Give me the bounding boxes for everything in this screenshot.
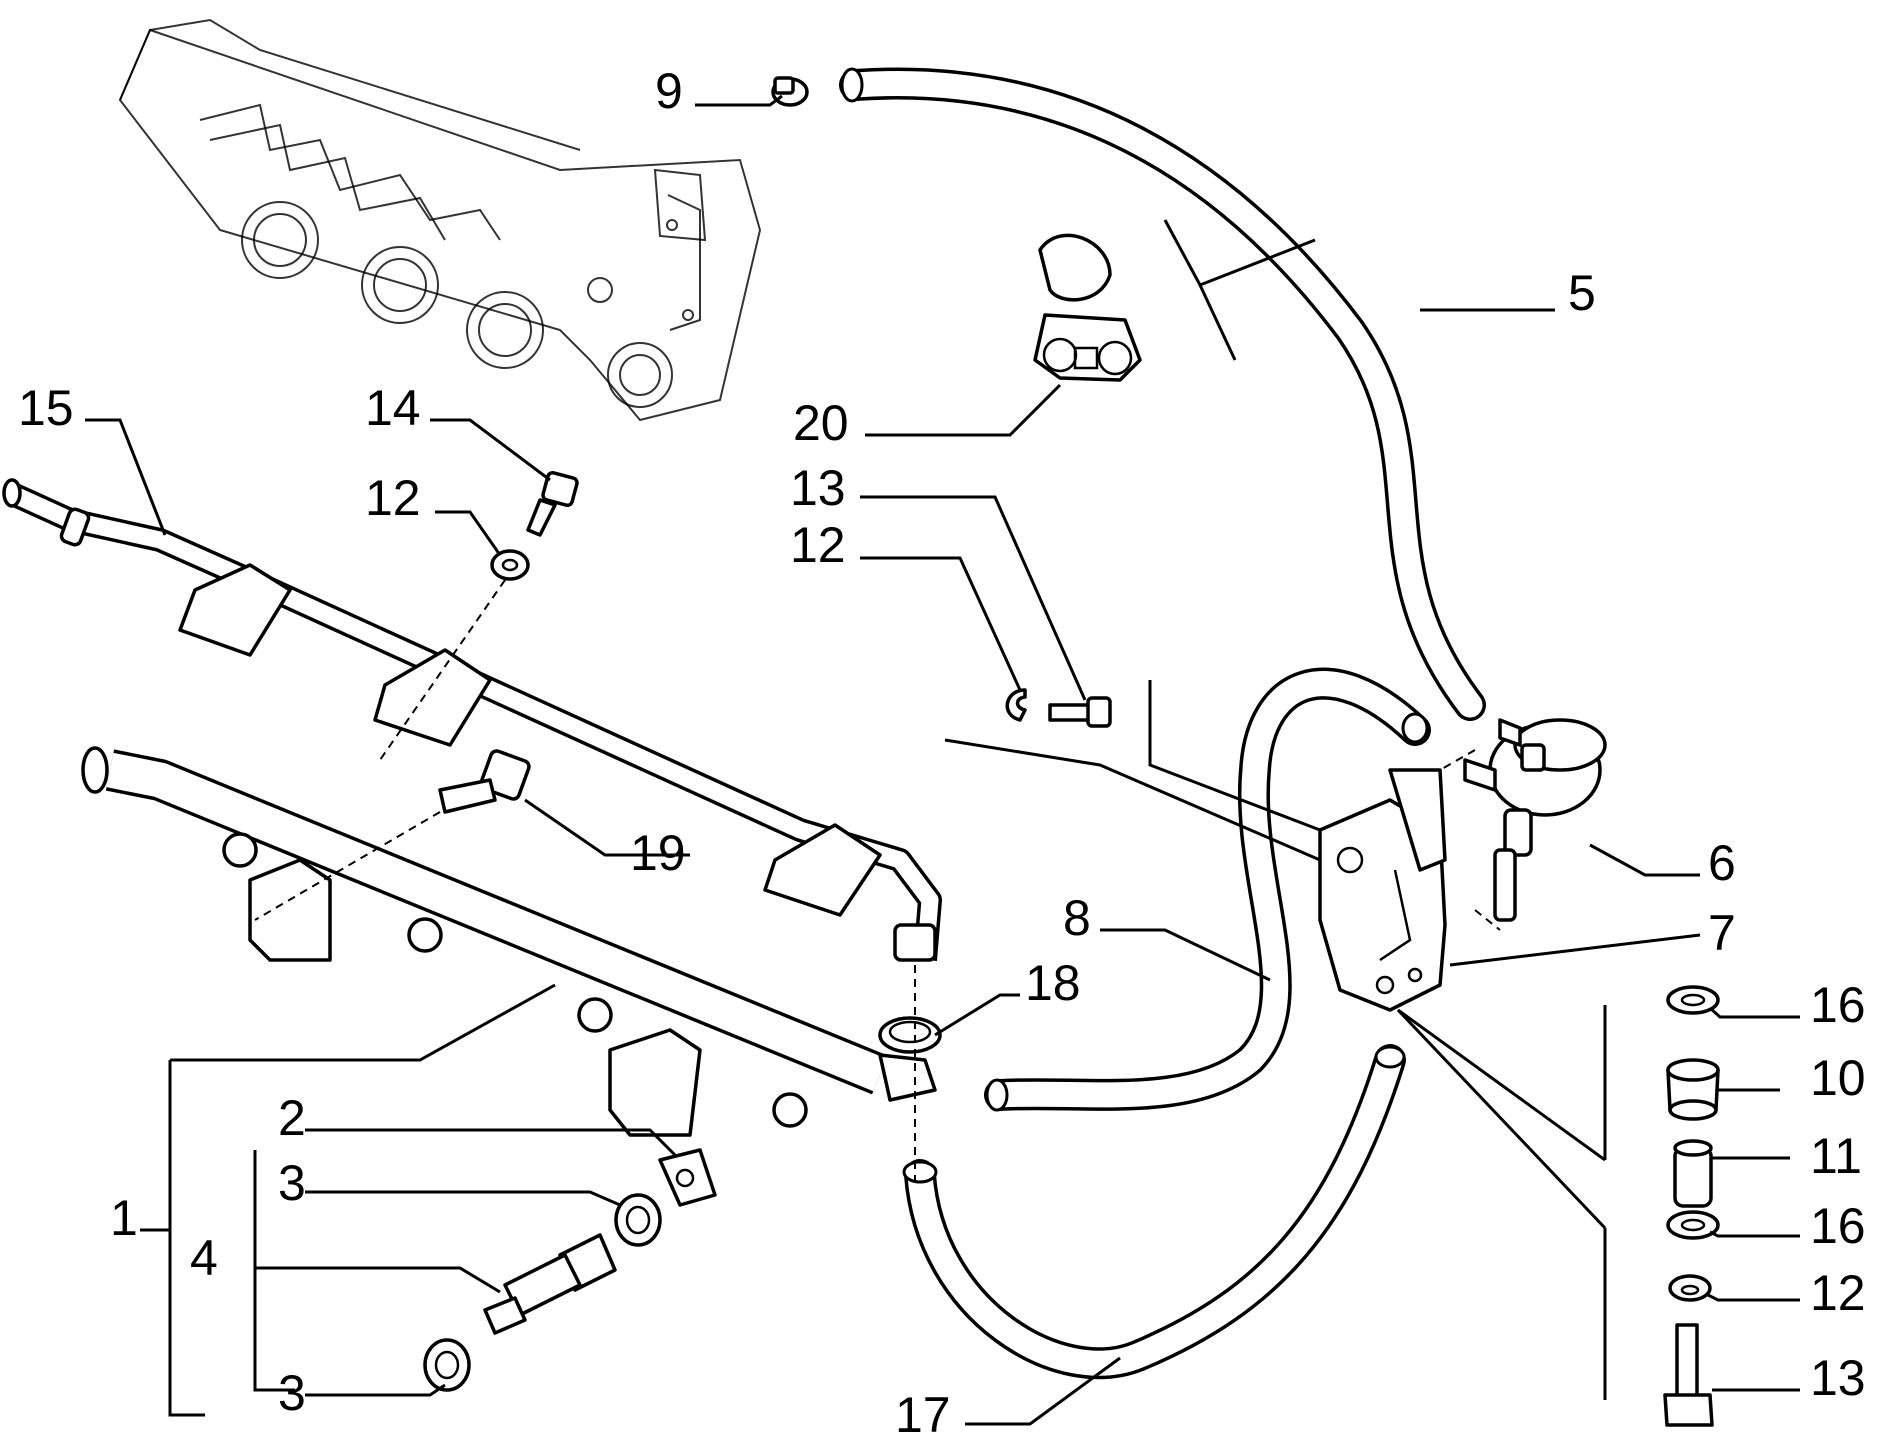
clip-20 — [1033, 233, 1142, 382]
washer-16-lower — [1666, 1210, 1720, 1240]
pressure-regulator-6 — [1463, 718, 1607, 922]
callout-13-right: 13 — [1810, 1350, 1866, 1406]
lock-washer-12-right — [1668, 1274, 1712, 1302]
callout-18: 18 — [1025, 955, 1081, 1011]
callout-2: 2 — [278, 1090, 306, 1146]
callout-4: 4 — [190, 1230, 218, 1286]
stud-19 — [438, 749, 531, 814]
washer-12-center — [1005, 688, 1027, 722]
bracket-7 — [1318, 768, 1447, 1012]
direction-mark — [1163, 219, 1316, 361]
callout-12-right: 12 — [1810, 1265, 1866, 1321]
callout-17: 17 — [895, 1387, 951, 1434]
callout-16-lower: 16 — [1810, 1198, 1866, 1254]
o-ring-3-upper — [614, 1193, 662, 1247]
o-ring-3-lower — [423, 1338, 471, 1392]
washer-16-upper — [1666, 985, 1720, 1015]
callout-10: 10 — [1810, 1050, 1866, 1106]
hose-5 — [839, 67, 1486, 721]
centre-lines — [254, 579, 1501, 1180]
callout-labels: 9 5 20 15 14 12 13 12 6 19 8 7 18 16 10 … — [18, 63, 1866, 1434]
fuel-rail-1 — [81, 746, 937, 1137]
callout-13-center: 13 — [790, 460, 846, 516]
leader-lines — [85, 94, 1800, 1426]
callout-11: 11 — [1810, 1128, 1862, 1184]
injector-4 — [483, 1233, 617, 1335]
callout-8: 8 — [1063, 890, 1091, 946]
callout-12-center: 12 — [790, 517, 846, 573]
callout-3-upper: 3 — [278, 1155, 306, 1211]
clip-2 — [658, 1148, 717, 1207]
screw-13-center — [1048, 696, 1112, 728]
screw-14 — [526, 470, 579, 537]
grommet-10 — [1666, 1058, 1720, 1121]
callout-12-upper-left: 12 — [365, 470, 421, 526]
callout-3-lower: 3 — [278, 1365, 306, 1421]
callout-1: 1 — [110, 1190, 138, 1246]
callout-14: 14 — [365, 380, 421, 436]
callout-19: 19 — [630, 825, 686, 881]
intake-manifold — [118, 18, 762, 422]
callout-5: 5 — [1568, 265, 1596, 321]
hose-clamp-18 — [878, 1016, 942, 1054]
callout-20: 20 — [793, 395, 849, 451]
callout-6: 6 — [1708, 835, 1736, 891]
callout-9: 9 — [655, 63, 683, 119]
washer-12-upper-left — [490, 549, 530, 581]
callout-15: 15 — [18, 380, 74, 436]
hose-clip-9 — [771, 76, 809, 107]
hose-8 — [984, 667, 1431, 1112]
spacer-11 — [1673, 1139, 1713, 1208]
bolt-13-right — [1663, 1323, 1714, 1427]
fuel-pipe-15 — [2, 478, 942, 962]
callout-7: 7 — [1708, 905, 1736, 961]
callout-16-upper: 16 — [1810, 977, 1866, 1033]
hose-17 — [902, 1044, 1406, 1380]
